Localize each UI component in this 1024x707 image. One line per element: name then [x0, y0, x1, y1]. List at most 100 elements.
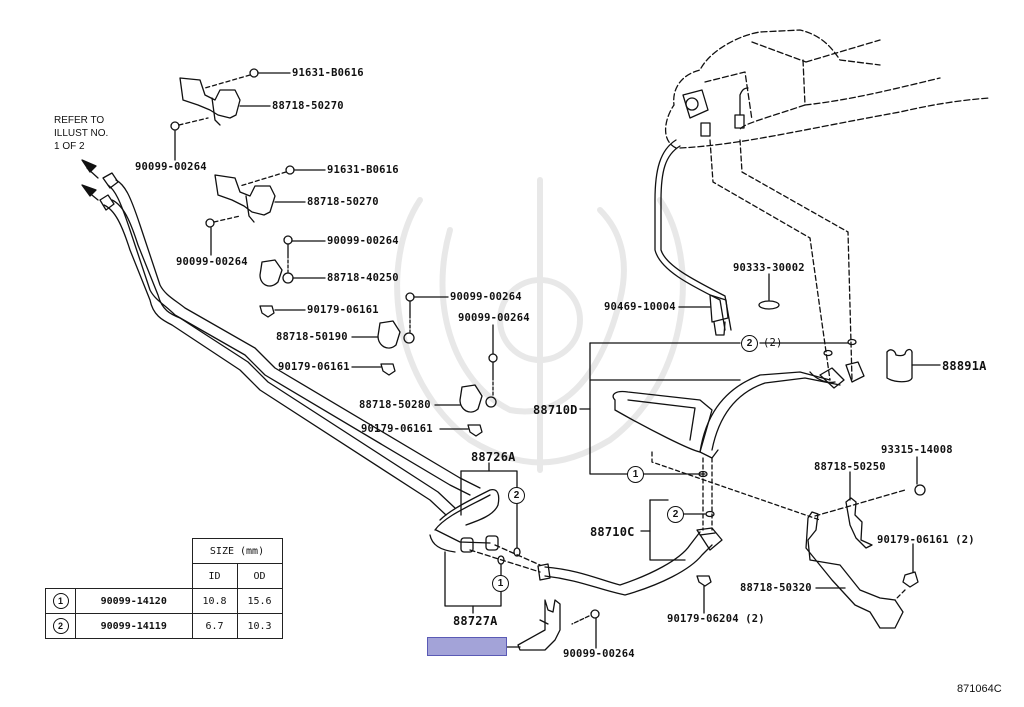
pipe-joint-leaders [469, 544, 541, 573]
part-label-bolt-clamp-2[interactable]: 90099-00264 [450, 291, 522, 303]
clip-90469 [709, 294, 729, 336]
oring-quantity: (2) [763, 337, 783, 349]
nut-06204 [696, 575, 712, 587]
table-spacer [46, 539, 76, 564]
hose-88710d [612, 361, 865, 459]
part-label-bracket-top-2[interactable]: 88718-50270 [307, 196, 379, 208]
bracket-88718-50320 [805, 511, 904, 629]
bracket-link-leader [814, 489, 906, 517]
clamp-50190 [377, 320, 415, 349]
pipe-couplings [460, 535, 499, 553]
pipe-88726a [429, 489, 500, 553]
highlighted-part-label[interactable] [427, 637, 507, 656]
part-label-nut-clamp-2[interactable]: 90179-06161 [278, 361, 350, 373]
reference-note-line: ILLUST NO. [54, 128, 109, 139]
part-label-bracket-top-1[interactable]: 88718-50270 [272, 100, 344, 112]
pipe-end-fittings [99, 172, 119, 211]
callout-1-oring[interactable]: 1 [627, 466, 644, 483]
bolt-clamp-3 [488, 324, 498, 397]
part-label-nut-clamp-1[interactable]: 90179-06161 [307, 304, 379, 316]
part-label-bolt-93315[interactable]: 93315-14008 [881, 444, 953, 456]
part-label-bracket-50320[interactable]: 88718-50320 [740, 582, 812, 594]
part-label-clip-90469[interactable]: 90469-10004 [604, 301, 676, 313]
bolt-93315 [914, 484, 926, 496]
table-spacer [46, 564, 76, 589]
bracket-88718-50270-top [179, 77, 241, 126]
part-label-nut-clamp-3[interactable]: 90179-06161 [361, 423, 433, 435]
part-label-bolt-clamp-1[interactable]: 90099-00264 [327, 235, 399, 247]
reference-note-line: REFER TO [54, 115, 105, 126]
clamp-50280 [459, 384, 497, 413]
part-label-plug-90333[interactable]: 90333-30002 [733, 262, 805, 274]
oring-2-d [513, 547, 521, 557]
tank-connection-leaders [709, 139, 853, 381]
part-label-bolt-bottom[interactable]: 90099-00264 [563, 648, 635, 660]
size-header: SIZE (mm) [191, 538, 283, 564]
circled-number: 1 [52, 593, 69, 609]
part-label-nut-06204-2[interactable]: 90179-06204 (2) [667, 613, 765, 625]
reference-arrows [81, 159, 99, 201]
nut-06161-right [894, 571, 919, 601]
oring-2-c [705, 510, 715, 518]
bolt-00264-left-2 [205, 215, 241, 228]
reference-note: REFER TO ILLUST NO. 1 OF 2 [54, 114, 108, 153]
cover-88891a [886, 348, 913, 383]
column-header-id: ID [191, 563, 238, 589]
callout-2-oring[interactable]: 2 [741, 335, 758, 352]
part-label-bracket-50250[interactable]: 88718-50250 [814, 461, 886, 473]
part-label-bolt-top-1[interactable]: 91631-B0616 [292, 67, 364, 79]
nut-clamp-3 [467, 424, 483, 437]
tank-fittings [682, 87, 749, 137]
part-label-bolt-top-2[interactable]: 91631-B0616 [327, 164, 399, 176]
callout-1-pipe[interactable]: 1 [492, 575, 509, 592]
row-part-number[interactable]: 90099-14119 [75, 613, 193, 639]
row-id: 10.8 [191, 588, 238, 614]
hose-link-leaders [651, 451, 821, 531]
column-header-od: OD [236, 563, 283, 589]
callout-2-pipe[interactable]: 2 [508, 487, 525, 504]
nut-clamp-1 [259, 305, 275, 318]
bolt-91631-top [204, 68, 259, 89]
hose-88710d-bracket [579, 342, 849, 475]
part-label-nut-06161-2[interactable]: 90179-06161 (2) [877, 534, 975, 546]
part-label-bolt-clamp-3[interactable]: 90099-00264 [458, 312, 530, 324]
watermark [394, 177, 686, 473]
part-label-cover-88891a[interactable]: 88891A [942, 359, 987, 373]
part-label-clamp-2[interactable]: 88718-50190 [276, 331, 348, 343]
nut-clamp-2 [380, 363, 396, 376]
circled-number: 2 [52, 618, 69, 634]
part-label-clamp-1[interactable]: 88718-40250 [327, 272, 399, 284]
row-ref: 1 [45, 588, 76, 614]
oring-size-table: SIZE (mm) ID OD 1 90099-14120 10.8 15.6 … [45, 538, 283, 639]
hose-88710c [537, 527, 723, 596]
bolt-clamp-1 [283, 235, 293, 273]
part-label-pipe-88727a[interactable]: 88727A [453, 614, 498, 628]
reference-note-line: 1 OF 2 [54, 141, 85, 152]
row-od: 15.6 [236, 588, 283, 614]
callout-2-oring-lower[interactable]: 2 [667, 506, 684, 523]
bolt-bottom [571, 609, 600, 625]
part-label-bolt-left-1[interactable]: 90099-00264 [135, 161, 207, 173]
oring-2-a [823, 349, 833, 357]
row-part-number[interactable]: 90099-14120 [75, 588, 193, 614]
table-row: 2 90099-14119 6.7 10.3 [45, 613, 283, 639]
bracket-88718-50250 [845, 497, 873, 549]
part-label-hose-88710d[interactable]: 88710D [533, 403, 578, 417]
bracket-88718-50270-mid [214, 174, 276, 223]
part-label-clamp-3[interactable]: 88718-50280 [359, 399, 431, 411]
part-label-hose-88710c[interactable]: 88710C [590, 525, 635, 539]
row-od: 10.3 [236, 613, 283, 639]
row-id: 6.7 [191, 613, 238, 639]
oring-1-b [497, 555, 505, 565]
part-label-bolt-left-2[interactable]: 90099-00264 [176, 256, 248, 268]
table-row: 1 90099-14120 10.8 15.6 [45, 588, 283, 614]
fuel-tank-outline [664, 29, 991, 149]
oring-2-b [847, 338, 857, 346]
table-spacer [76, 564, 193, 589]
row-ref: 2 [45, 613, 76, 639]
pipe-88726a-bracket [460, 462, 518, 549]
part-label-pipe-88726a[interactable]: 88726A [471, 450, 516, 464]
bolt-91631-mid [239, 165, 295, 187]
bolt-clamp-2 [405, 292, 415, 333]
